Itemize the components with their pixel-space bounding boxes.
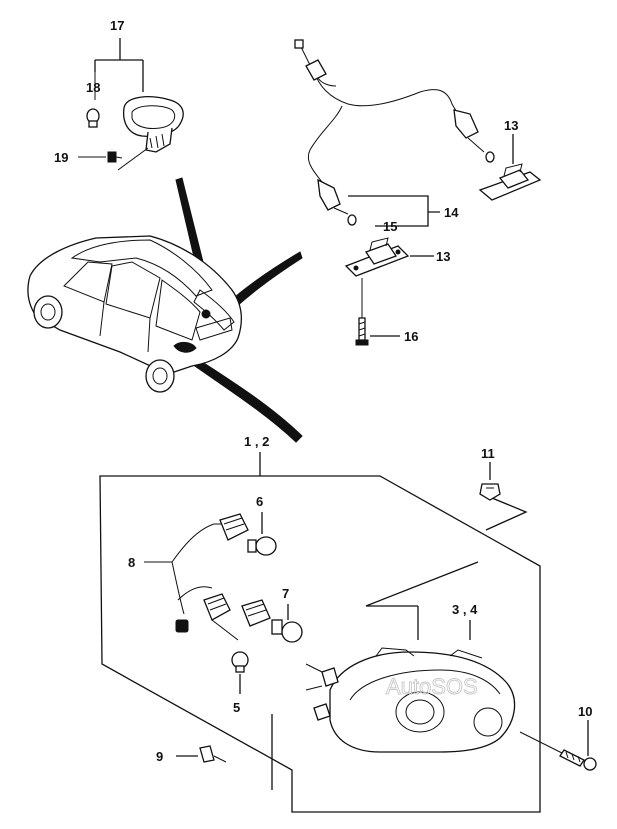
assembly-bracket <box>99 475 541 813</box>
socket-right <box>453 109 495 163</box>
license-lamp-group <box>294 39 542 346</box>
wheel-rear <box>145 359 175 393</box>
callout-labels: 17 18 19 13 14 15 13 16 1 , 2 11 6 8 7 3… <box>54 18 592 764</box>
lamp-assembly-3-4 <box>305 620 516 753</box>
car-illustration <box>27 177 303 443</box>
harness-wire <box>299 44 459 115</box>
bracket-inner <box>271 561 479 790</box>
callout-13-lower: 13 <box>436 249 450 264</box>
high-mount-lamp-housing <box>122 96 184 153</box>
leader-stroke-bottom <box>191 357 303 443</box>
callout-10: 10 <box>578 704 592 719</box>
callout-17: 17 <box>110 18 124 33</box>
callout-8: 8 <box>128 555 135 570</box>
socket-lower-right <box>241 599 271 627</box>
socket-left <box>317 178 357 226</box>
bulb-7 <box>271 604 303 643</box>
wheel-front <box>33 295 63 329</box>
screw-10 <box>519 720 597 771</box>
harness-branch <box>308 105 343 183</box>
callout-18: 18 <box>86 80 100 95</box>
callout-7: 7 <box>282 586 289 601</box>
nut-9 <box>176 745 227 763</box>
callout-5: 5 <box>233 700 240 715</box>
callout-15: 15 <box>383 219 397 234</box>
license-lamp-13-upper <box>478 134 542 201</box>
callout-14: 14 <box>444 205 459 220</box>
bulb-5 <box>231 651 249 694</box>
callout-6: 6 <box>256 494 263 509</box>
callout-3-4: 3 , 4 <box>452 602 478 617</box>
clip-11 <box>479 462 501 501</box>
callout-19: 19 <box>54 150 68 165</box>
callout-11: 11 <box>481 446 495 461</box>
bracket-17-line <box>94 38 144 92</box>
bulb-18 <box>86 72 100 128</box>
watermark-text: AutoSOS <box>386 674 478 699</box>
harness-connector-top <box>294 39 337 87</box>
wire-harness-8 <box>144 523 226 633</box>
callout-13-upper: 13 <box>504 118 518 133</box>
rear-combination-lamp-group: AutoSOS <box>99 452 597 813</box>
callout-9: 9 <box>156 749 163 764</box>
socket-bulb-6 <box>219 512 277 556</box>
screw-16 <box>355 278 400 346</box>
socket-lower-left <box>203 593 239 641</box>
leader-11 <box>485 497 528 531</box>
license-lamp-13-lower <box>344 237 434 277</box>
high-mount-lamp-group <box>78 38 184 171</box>
callout-1-2: 1 , 2 <box>244 434 269 449</box>
callout-16: 16 <box>404 329 418 344</box>
screw-19 <box>78 147 149 171</box>
bracket-14-15 <box>348 195 440 227</box>
